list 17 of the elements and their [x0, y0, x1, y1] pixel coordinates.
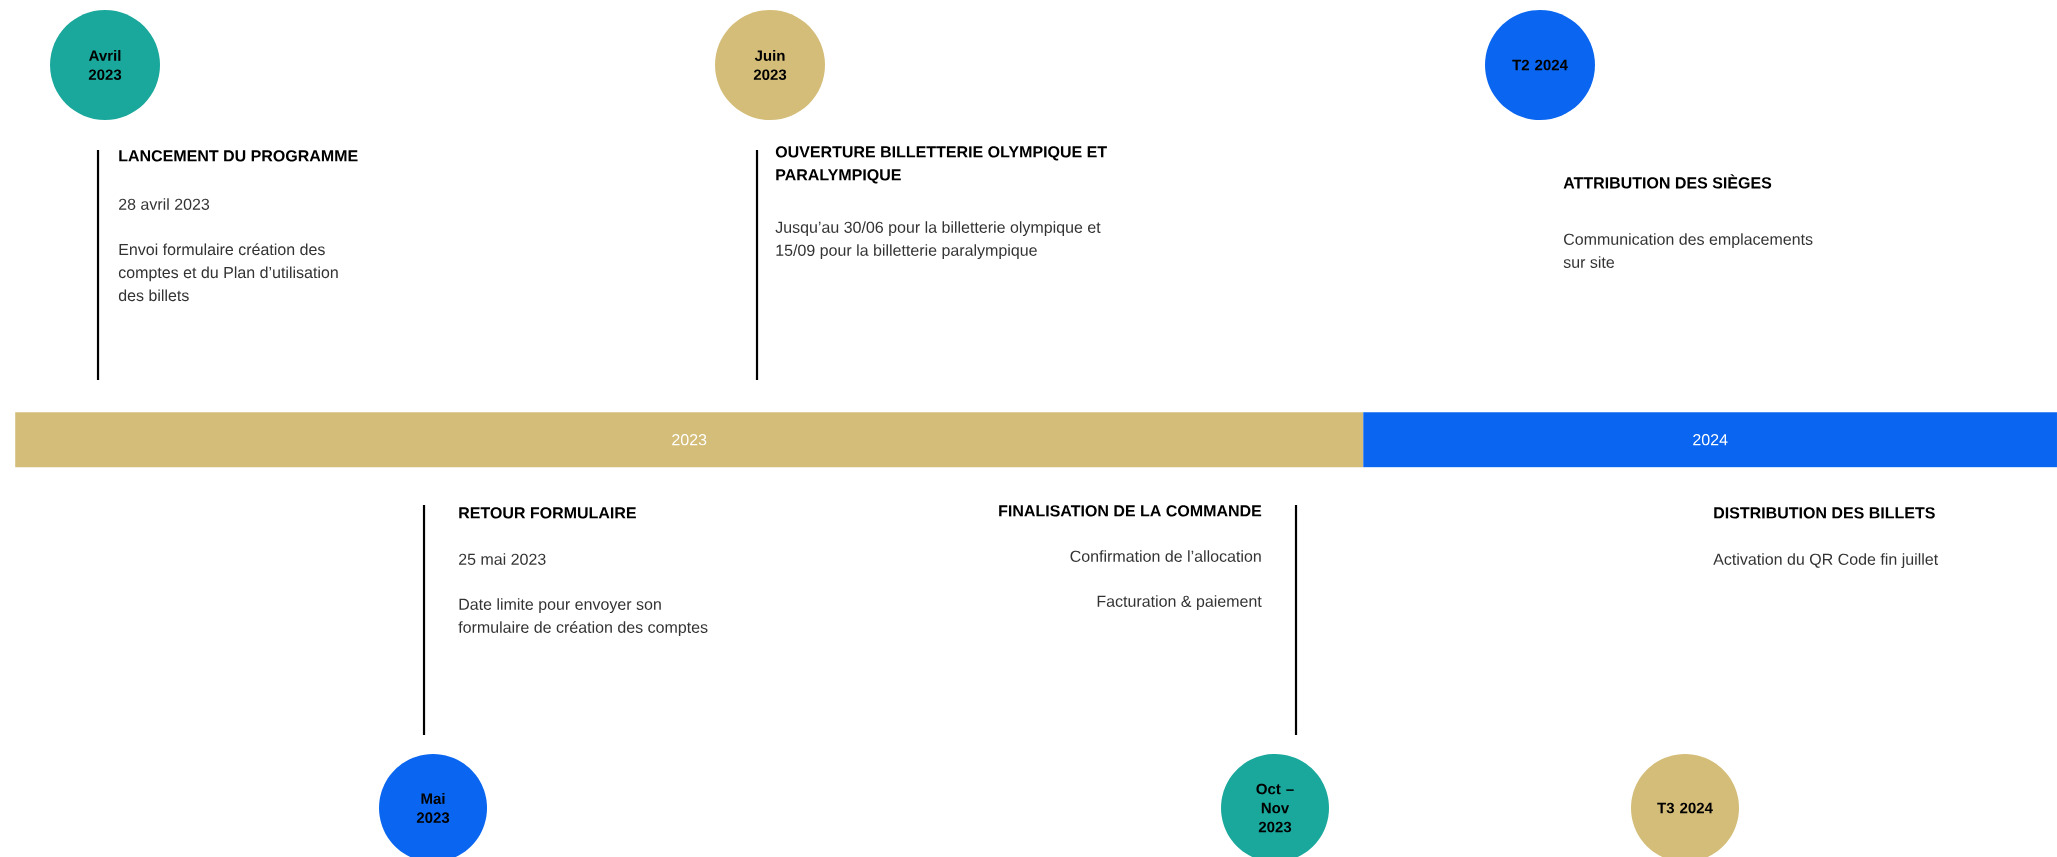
year-band: 2023 — [15, 412, 1364, 468]
milestone-text: Communication des emplacements sur site — [1563, 233, 1813, 268]
year-band: 2024 — [1363, 412, 2057, 468]
milestone-text: Confirmation de l’allocation — [1070, 550, 1261, 562]
milestone-heading: DISTRIBUTION DES BILLETS — [1714, 507, 1935, 519]
milestone-text: Date limite pour envoyer son formulaire de création des comptes — [458, 598, 708, 637]
milestone-text: Envoi formulaire création des comptes et du Plan d’utilisation des billets — [118, 243, 338, 302]
milestone-text: Activation du QR Code fin juillet — [1713, 553, 1939, 569]
milestone-heading: RETOUR FORMULAIRE — [459, 507, 636, 519]
milestone-text: 25 mai 2023 — [459, 553, 546, 565]
milestone-heading: ATTRIBUTION DES SIÈGES — [1563, 174, 1772, 189]
milestone-text: Facturation & paiement — [1097, 595, 1262, 611]
milestone-heading: FINALISATION DE LA COMMANDE — [999, 505, 1262, 517]
milestone-heading: LANCEMENT DU PROGRAMME — [119, 150, 358, 162]
milestone-text: 28 avril 2023 — [119, 198, 210, 210]
milestone-text: Jusqu’au 30/06 pour la billetterie olympique et 15/09 pour la billetterie paralympique — [775, 221, 1101, 260]
milestone-heading: OUVERTURE BILLETTERIE OLYMPIQUE ET PARALYMPIQUE — [775, 146, 1107, 184]
